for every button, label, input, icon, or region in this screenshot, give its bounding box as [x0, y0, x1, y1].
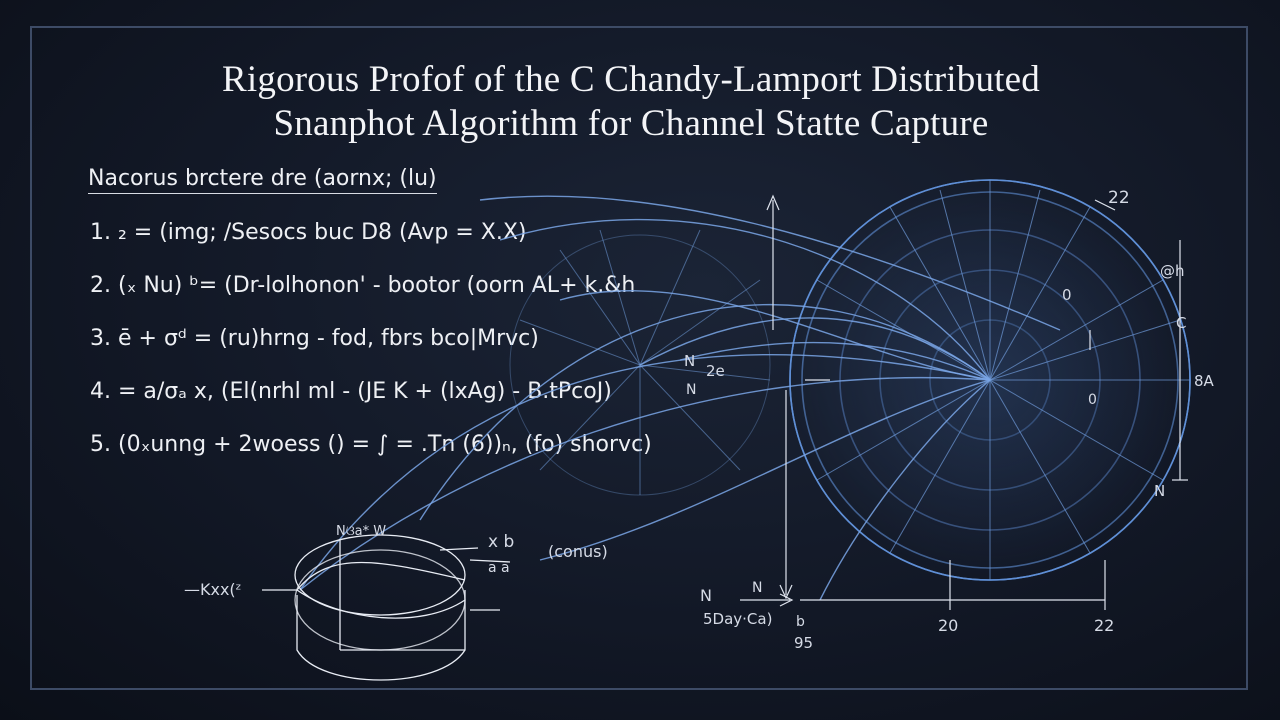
- label-lens-top: Nଓa* W: [336, 524, 387, 539]
- equation-step-2: 2. (ₓ Nu) ᵇ= (Dr-lolhonon' - bootor (oor…: [90, 273, 636, 298]
- label-bottom-left: 5Day·Ca): [703, 610, 773, 628]
- label-mid-n-bottom: N: [686, 382, 697, 398]
- title-line-1: Rigorous Profof of the C Chandy-Lamport …: [222, 59, 1040, 100]
- dimension-lines: [740, 194, 1188, 610]
- label-bottom-mid: 20: [938, 616, 959, 635]
- radial-lines: [816, 180, 1190, 580]
- label-lens-right: (conus): [548, 542, 608, 561]
- section-heading: Nacorus brctere dre (aornx; (lu): [88, 166, 437, 194]
- star-burst: [509, 229, 771, 496]
- label-circle-o: 0: [1062, 286, 1072, 304]
- label-right-upper: @h: [1160, 262, 1185, 280]
- connecting-curves: [299, 195, 1061, 601]
- label-lens-left: —Kxx(ᶻ: [184, 580, 242, 599]
- label-top-right: 22: [1108, 188, 1130, 208]
- label-bottom-right: 22: [1094, 616, 1115, 635]
- title-line-2: Snanphot Algorithm for Channel Statte Ca…: [273, 103, 989, 144]
- equation-step-1: 1. ₂ = (img; /Sesocs buc D8 (Avp = X.X): [90, 220, 527, 245]
- slide-title: Rigorous Profof of the C Chandy-Lamport …: [0, 58, 1262, 146]
- equation-step-3: 3. ē + σᵈ = (ru)hrng - fod, fbrs bco|Mrv…: [90, 326, 539, 351]
- label-mid-n-top: N: [684, 352, 696, 370]
- label-mid-ze: 2e: [706, 362, 725, 380]
- lens-sketch: [262, 534, 511, 681]
- label-bottom-n1: N: [700, 586, 712, 605]
- slide-frame: [30, 26, 1248, 690]
- label-right-mid: 8A: [1194, 372, 1214, 390]
- label-lens-fraction-bottom: a a: [488, 560, 510, 576]
- label-bottom-b1: b: [796, 614, 805, 630]
- label-bottom-n2: N: [752, 580, 763, 596]
- label-right-small: 0: [1088, 392, 1097, 408]
- equation-list: 1. ₂ = (img; /Sesocs buc D8 (Avp = X.X) …: [90, 218, 652, 483]
- label-bottom-b2: 95: [794, 634, 814, 652]
- equation-step-4: 4. = a/σₐ x, (El(nrhl ml - (JE K + (lxAg…: [90, 379, 612, 404]
- label-right-n: N: [1154, 482, 1166, 500]
- label-right-c: C: [1176, 314, 1187, 332]
- label-lens-fraction-top: x b: [488, 532, 515, 552]
